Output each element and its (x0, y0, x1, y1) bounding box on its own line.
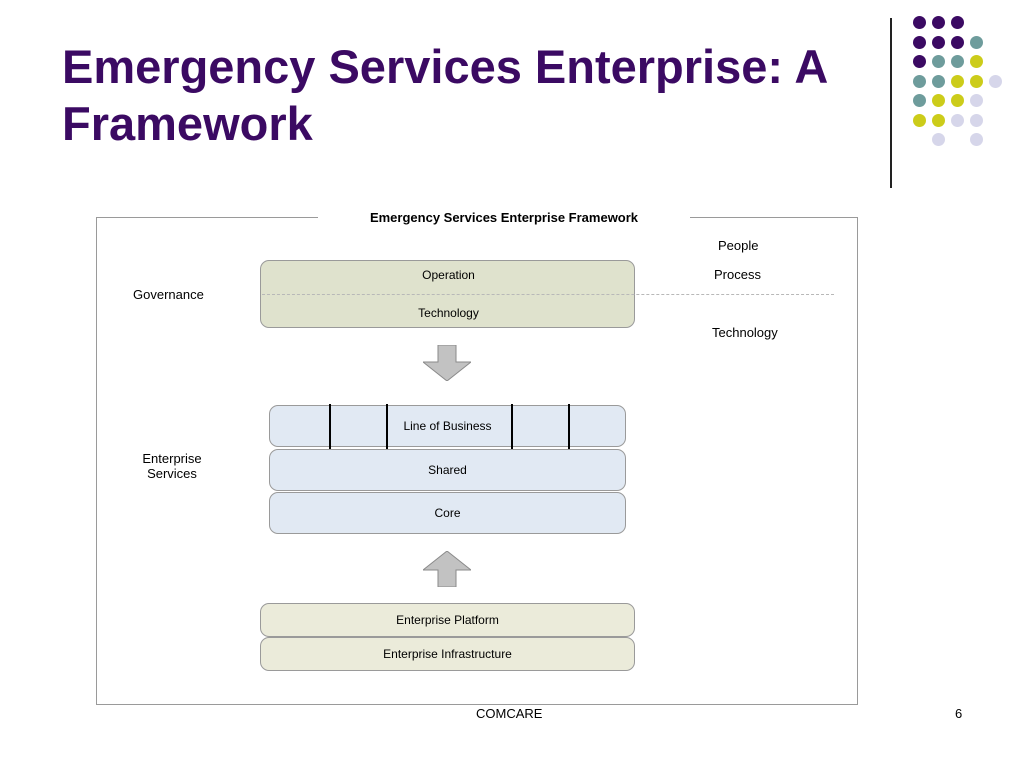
decorative-dot (970, 74, 983, 88)
shared-layer: Shared (269, 449, 626, 491)
decorative-dot (951, 74, 964, 88)
decorative-dot (989, 74, 1002, 88)
decorative-dot (913, 35, 926, 49)
lob-separator (511, 404, 513, 449)
label-process: Process (714, 267, 761, 282)
decorative-dot (970, 35, 983, 49)
lob-separator (386, 404, 388, 449)
decorative-dot (932, 113, 945, 127)
decorative-dot (932, 94, 945, 107)
line-of-business-text: Line of Business (403, 419, 492, 433)
decorative-dot (913, 55, 926, 68)
decorative-dot (913, 16, 926, 29)
decorative-dot (970, 94, 983, 107)
core-layer: Core (269, 492, 626, 534)
line-of-business-layer: Line of Business (269, 405, 626, 447)
enterprise-platform-text: Enterprise Platform (396, 613, 499, 627)
decorative-dot (932, 35, 945, 49)
lob-separator (568, 404, 570, 449)
slide-title: Emergency Services Enterprise: A Framewo… (62, 40, 827, 150)
down-arrow-icon (423, 345, 471, 381)
enterprise-infrastructure-layer: Enterprise Infrastructure (260, 637, 635, 671)
shared-text: Shared (428, 463, 467, 477)
page-number: 6 (955, 706, 963, 721)
enterprise-services-label: Enterprise Services (142, 451, 202, 481)
up-arrow-icon (423, 551, 471, 587)
decorative-dot (951, 16, 964, 29)
decorative-dot (932, 16, 945, 29)
governance-label: Governance (133, 287, 204, 302)
decorative-dot (913, 74, 926, 88)
title-divider-line (890, 18, 892, 188)
decorative-dot (932, 133, 945, 146)
footer-center-text: COMCARE (476, 706, 543, 721)
decorative-dot (970, 133, 983, 146)
decorative-dot (951, 35, 964, 49)
lob-separator (329, 404, 331, 449)
core-text: Core (434, 506, 461, 520)
enterprise-platform-layer: Enterprise Platform (260, 603, 635, 637)
decorative-dot (970, 55, 983, 68)
decorative-dot (951, 113, 964, 127)
label-people: People (718, 238, 759, 253)
decorative-dot (932, 55, 945, 68)
decorative-dot (970, 113, 983, 127)
decorative-dot (913, 113, 926, 127)
governance-dashed-divider (262, 294, 834, 295)
decorative-dot (951, 55, 964, 68)
enterprise-infrastructure-text: Enterprise Infrastructure (383, 647, 512, 661)
label-technology: Technology (712, 325, 778, 340)
diagram-title: Emergency Services Enterprise Framework (318, 209, 690, 227)
decorative-dot (951, 94, 964, 107)
governance-technology: Technology (418, 306, 479, 320)
governance-operation: Operation (422, 268, 475, 282)
decorative-dot (913, 94, 926, 107)
decorative-dot (932, 74, 945, 88)
